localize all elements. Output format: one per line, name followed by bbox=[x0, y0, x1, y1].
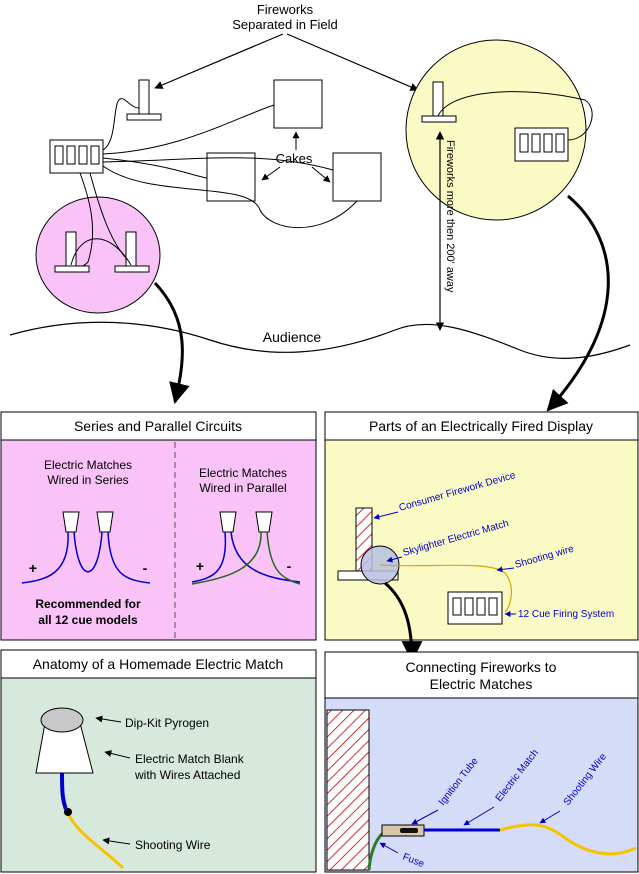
series-minus: - bbox=[143, 560, 148, 576]
parts-display-title: Parts of an Electrically Fired Display bbox=[369, 418, 593, 434]
anatomy-title: Anatomy of a Homemade Electric Match bbox=[33, 656, 284, 672]
fireworks-separated-title-1: Fireworks bbox=[257, 2, 314, 17]
recommend-line-2: all 12 cue models bbox=[38, 613, 138, 627]
firework-tube-left bbox=[126, 79, 162, 121]
arrow-to-connecting-panel bbox=[384, 581, 423, 663]
shooting-wire-anatomy bbox=[65, 811, 125, 870]
series-plus: + bbox=[29, 560, 37, 576]
arrow-to-parts-panel bbox=[546, 194, 610, 412]
remote-firework-circle bbox=[405, 39, 587, 221]
cakes-arrow-left bbox=[261, 166, 281, 181]
cakes-arrow-right bbox=[311, 166, 331, 183]
fuse-pointer bbox=[379, 842, 399, 854]
series-parallel-title: Series and Parallel Circuits bbox=[74, 418, 242, 434]
field-diagram: Fireworks Separated in Field Cakes bbox=[9, 2, 631, 412]
series-parallel-panel: Series and Parallel Circuits Electric Ma… bbox=[0, 411, 317, 641]
match-pointer bbox=[386, 556, 403, 563]
audience-boundary bbox=[9, 321, 631, 359]
distance-note: Fireworks more then 200' away bbox=[444, 140, 456, 293]
fuse-wire bbox=[367, 831, 385, 871]
series-label-1: Electric Matches bbox=[44, 458, 132, 472]
firework-tube-hatched bbox=[326, 709, 370, 871]
parallel-label-2: Wired in Parallel bbox=[199, 481, 286, 495]
blank-pointer bbox=[104, 750, 131, 759]
fireworks-separated-title-2: Separated in Field bbox=[232, 17, 338, 32]
series-match-pair bbox=[21, 511, 151, 584]
series-label-2: Wired in Series bbox=[47, 473, 128, 487]
connecting-title-1: Connecting Fireworks to bbox=[406, 659, 557, 675]
firing-system-left bbox=[49, 139, 104, 174]
shooting-wire-connect bbox=[499, 823, 637, 856]
parts-display-panel: Parts of an Electrically Fired Display C… bbox=[324, 411, 639, 663]
parallel-group-circle bbox=[35, 196, 161, 314]
arrow-to-right-firework bbox=[286, 33, 419, 91]
pyrogen-head bbox=[40, 707, 84, 733]
arrow-to-series-panel bbox=[153, 281, 190, 405]
device-pointer bbox=[373, 511, 399, 520]
shooting-label: Shooting Wire bbox=[135, 838, 211, 852]
firing-system-right bbox=[447, 591, 503, 625]
parallel-label-1: Electric Matches bbox=[199, 466, 287, 480]
match-inside-tube bbox=[400, 828, 418, 833]
shooting-pointer bbox=[102, 837, 131, 845]
match-connect-pointer bbox=[463, 806, 495, 826]
audience-label: Audience bbox=[263, 329, 322, 345]
system-label: 12 Cue Firing System bbox=[518, 609, 614, 620]
pyrogen-label: Dip-Kit Pyrogen bbox=[125, 716, 209, 730]
recommend-line-1: Recommended for bbox=[35, 597, 141, 611]
wire-junction bbox=[64, 808, 72, 816]
pink-firework-pair bbox=[54, 231, 150, 273]
blank-label-2: with Wires Attached bbox=[134, 768, 240, 782]
connecting-panel: Connecting Fireworks to Electric Matches… bbox=[324, 651, 639, 873]
remote-firework-setup bbox=[421, 81, 593, 162]
arrow-to-left-firework bbox=[154, 33, 284, 89]
cake-box-left bbox=[206, 152, 256, 202]
cakes-label: Cakes bbox=[276, 151, 313, 166]
parallel-minus: - bbox=[287, 558, 292, 574]
cake-box-top bbox=[273, 79, 323, 129]
wire-pointer bbox=[496, 566, 515, 573]
pyrogen-pointer bbox=[95, 715, 122, 723]
anatomy-panel: Anatomy of a Homemade Electric Match Dip… bbox=[0, 649, 317, 873]
blank-label-1: Electric Match Blank bbox=[135, 752, 245, 766]
parallel-plus: + bbox=[196, 558, 204, 574]
wire-connect-pointer bbox=[539, 810, 561, 824]
parallel-match-pair bbox=[191, 511, 301, 585]
connecting-title-2: Electric Matches bbox=[430, 676, 533, 692]
ignition-pointer bbox=[411, 809, 439, 825]
cake-box-right bbox=[332, 152, 382, 202]
